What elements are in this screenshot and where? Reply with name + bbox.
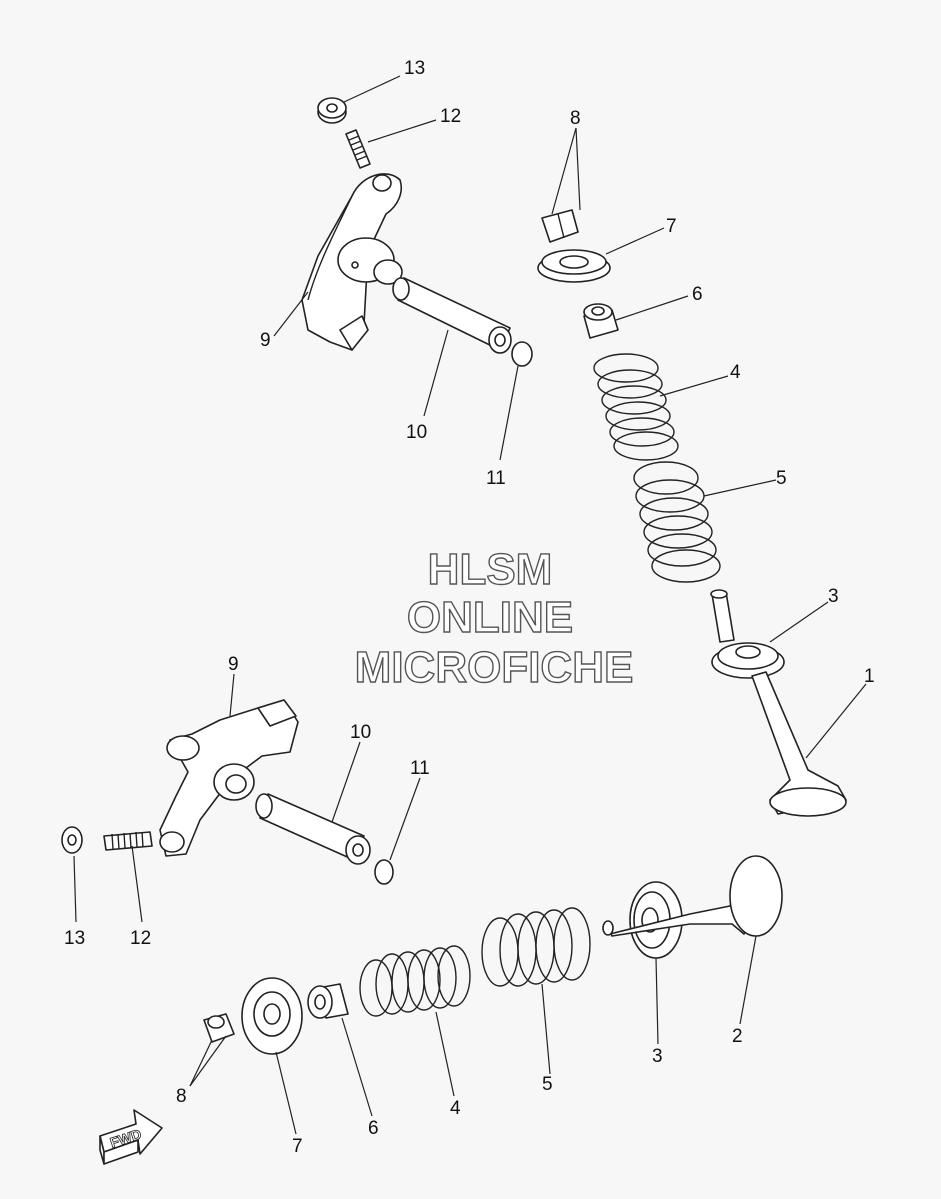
callout-1-top: 1 — [864, 666, 875, 687]
part-4-inner-spring-top — [593, 353, 679, 461]
part-7-retainer-lower — [241, 977, 303, 1055]
callout-10-lower: 10 — [350, 722, 371, 743]
callout-2-lower: 2 — [732, 1026, 743, 1047]
fwd-arrow-icon: FWD — [99, 1109, 163, 1165]
part-8-cotter-lower — [203, 1013, 235, 1043]
part-10-shaft-lower — [255, 793, 371, 865]
part-7-retainer-top — [537, 249, 611, 283]
part-5-spring-lower — [481, 907, 591, 987]
part-4-spring-lower — [359, 945, 471, 1017]
part-6-seal-top — [583, 303, 619, 339]
callout-7-top: 7 — [666, 216, 677, 237]
callout-12-top: 12 — [440, 106, 461, 127]
part-9-rocker-arm-top — [301, 173, 403, 351]
part-3-seat-lower — [629, 881, 683, 959]
watermark-line-3: MICROFICHE — [355, 643, 634, 692]
callout-4-top: 4 — [730, 362, 741, 383]
callout-5-top: 5 — [776, 468, 787, 489]
part-8-cotter-top — [541, 209, 579, 243]
watermark-line-2: ONLINE — [407, 593, 573, 642]
part-11-o-ring-top — [511, 341, 533, 367]
callout-6-lower: 6 — [368, 1118, 379, 1139]
part-13-nut-lower — [61, 826, 83, 854]
callout-4-lower: 4 — [450, 1098, 461, 1119]
part-5-outer-spring-top — [633, 461, 721, 583]
part-10-shaft-top — [392, 277, 512, 354]
callout-7-lower: 7 — [292, 1136, 303, 1157]
callout-3-lower: 3 — [652, 1046, 663, 1067]
leader-lines — [73, 75, 867, 1135]
callout-3-top: 3 — [828, 586, 839, 607]
callout-9-lower: 9 — [228, 654, 239, 675]
callout-10-top: 10 — [406, 422, 427, 443]
callout-13-top: 13 — [404, 58, 425, 79]
part-6-seal-lower — [307, 983, 349, 1019]
callout-11-top: 11 — [486, 468, 506, 489]
callout-13-lower: 13 — [64, 928, 85, 949]
part-1-valve-top — [710, 589, 847, 817]
callout-9-top: 9 — [260, 330, 271, 351]
part-13-nut-top — [317, 97, 347, 124]
watermark-line-1: HLSM — [428, 545, 553, 594]
callout-8-lower: 8 — [176, 1086, 187, 1107]
watermark: HLSM ONLINE MICROFICHE — [354, 544, 634, 692]
callout-labels: 13 12 8 7 6 4 5 3 1 9 10 11 9 10 11 13 1… — [64, 58, 875, 1157]
part-12-screw-top — [345, 129, 371, 169]
part-9-rocker-arm-lower — [159, 699, 299, 857]
part-12-screw-lower — [103, 831, 153, 851]
callout-8-top: 8 — [570, 108, 581, 129]
callout-6-top: 6 — [692, 284, 703, 305]
callout-11-lower: 11 — [410, 758, 430, 779]
part-3-seat-top — [711, 642, 785, 679]
part-11-o-ring-lower — [374, 859, 394, 885]
callout-5-lower: 5 — [542, 1074, 553, 1095]
callout-12-lower: 12 — [130, 928, 151, 949]
